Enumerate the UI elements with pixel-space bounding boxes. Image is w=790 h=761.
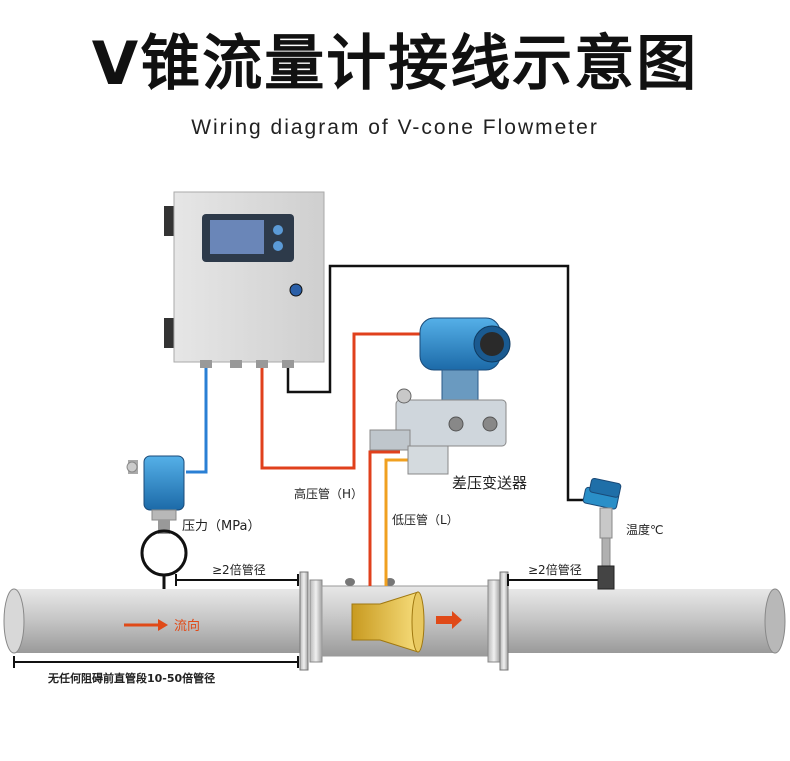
orange-wire-low-pipe [384, 458, 408, 586]
dp-transmitter: 差压变送器 [369, 317, 527, 492]
flow-direction: 流向 [124, 618, 200, 634]
flow-totalizer-box [164, 191, 325, 368]
straight-pipe-dimension: 无任何阻碍前直管段10-50倍管径 [13, 656, 299, 685]
downstream-dimension: ≥2倍管径 [507, 562, 605, 586]
dp-transmitter-label: 差压变送器 [452, 474, 527, 492]
wires [186, 264, 590, 586]
flow-direction-label: 流向 [174, 618, 200, 634]
page-title: V锥流量计接线示意图 [91, 29, 699, 99]
high-pressure-pipe-label: 高压管（H） [294, 486, 363, 501]
flow-arrow-icon [436, 611, 462, 629]
black-wire [286, 264, 590, 502]
temperature-label: 温度℃ [626, 522, 663, 537]
low-pressure-pipe-label: 低压管（L） [392, 512, 459, 527]
pipeline [3, 571, 786, 671]
upstream-distance-label: ≥2倍管径 [212, 562, 266, 577]
upstream-dimension: ≥2倍管径 [175, 562, 299, 586]
page-subtitle: Wiring diagram of V-cone Flowmeter [191, 116, 599, 139]
downstream-distance-label: ≥2倍管径 [528, 562, 582, 577]
temperature-sensor: 温度℃ [582, 477, 663, 590]
pressure-label: 压力（MPa） [182, 519, 260, 534]
lcd-screen [210, 220, 264, 254]
power-button-icon [289, 283, 303, 297]
red-wire-controller [260, 332, 420, 470]
red-wire-high-pipe [368, 450, 400, 586]
pressure-transmitter: 压力（MPa） [126, 455, 260, 589]
arrow-right-icon [158, 619, 168, 631]
blue-wire [186, 362, 208, 474]
straight-pipe-label: 无任何阻碍前直管段10-50倍管径 [47, 671, 215, 685]
